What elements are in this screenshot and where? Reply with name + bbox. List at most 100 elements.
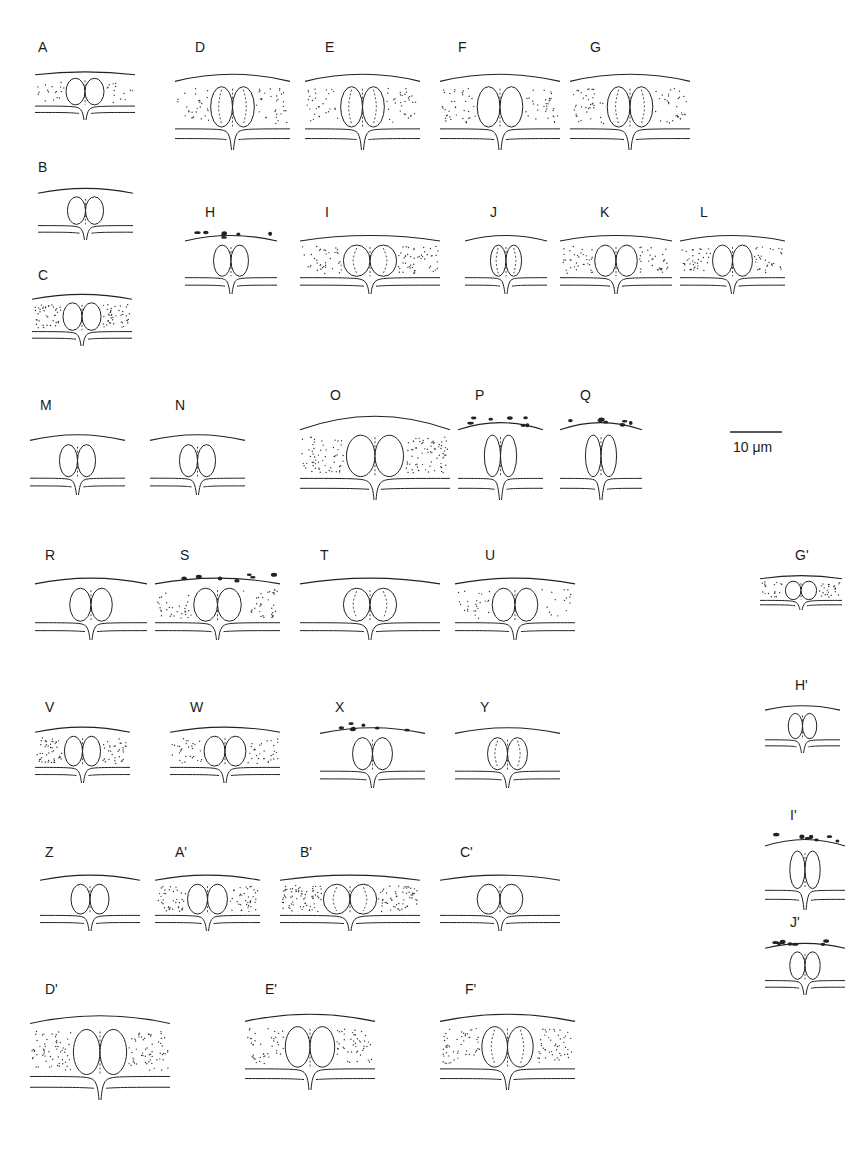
stipple-dot bbox=[395, 102, 396, 103]
stipple-dot bbox=[232, 898, 233, 899]
stipple-dot bbox=[542, 1029, 543, 1030]
stipple-dot bbox=[457, 1053, 458, 1054]
epidermis-line bbox=[739, 285, 786, 286]
stipple-dot bbox=[341, 1031, 342, 1032]
panel-letter: R bbox=[45, 548, 55, 562]
stipple-dot bbox=[325, 112, 326, 113]
guard-cell bbox=[595, 245, 616, 276]
stipple-dot bbox=[61, 753, 62, 754]
stipple-dot bbox=[122, 760, 123, 761]
stipple-dot bbox=[261, 743, 262, 744]
cell-inclusion bbox=[181, 576, 186, 580]
epidermis-line bbox=[96, 923, 140, 924]
stipple-dot bbox=[781, 248, 782, 249]
stipple-dot bbox=[199, 102, 200, 103]
stipple-dot bbox=[37, 86, 38, 87]
stipple-dot bbox=[780, 266, 781, 267]
stipple-dot bbox=[418, 470, 419, 471]
stipple-dot bbox=[320, 269, 321, 270]
cuticle-line bbox=[32, 332, 81, 346]
stipple-dot bbox=[387, 88, 388, 89]
stipple-dot bbox=[245, 886, 246, 887]
stipple-dot bbox=[565, 1035, 566, 1036]
stipple-dot bbox=[405, 88, 406, 89]
stipple-dot bbox=[697, 268, 698, 269]
stipple-dot bbox=[48, 752, 49, 753]
stipple-dot bbox=[441, 441, 442, 442]
stipple-dot bbox=[475, 603, 476, 604]
stipple-dot bbox=[450, 119, 451, 120]
stipple-dot bbox=[414, 270, 415, 271]
cell-inclusion bbox=[375, 726, 380, 729]
stipple-dot bbox=[267, 591, 268, 592]
stipple-dot bbox=[350, 1039, 351, 1040]
stipple-dot bbox=[55, 309, 56, 310]
panel-letter: D bbox=[195, 40, 205, 54]
stipple-dot bbox=[256, 104, 257, 105]
stipple-dot bbox=[413, 472, 414, 473]
stipple-dot bbox=[325, 456, 326, 457]
stipple-dot bbox=[134, 1039, 135, 1040]
stipple-dot bbox=[259, 745, 260, 746]
stipple-dot bbox=[32, 1058, 33, 1059]
panel-letter: J' bbox=[790, 915, 800, 929]
stipple-dot bbox=[563, 589, 564, 590]
stipple-dot bbox=[43, 1048, 44, 1049]
stoma-sketch bbox=[30, 1016, 170, 1100]
epidermis-line bbox=[35, 112, 79, 113]
epidermis-line bbox=[38, 232, 80, 233]
panel-letter: C' bbox=[460, 845, 473, 859]
stipple-dot bbox=[181, 909, 182, 910]
stipple-dot bbox=[310, 266, 311, 267]
stipple-dot bbox=[370, 1044, 371, 1045]
stipple-dot bbox=[262, 597, 263, 598]
stipple-dot bbox=[195, 88, 196, 89]
stipple-dot bbox=[391, 899, 392, 900]
stipple-dot bbox=[267, 740, 268, 741]
stipple-dot bbox=[201, 103, 202, 104]
stipple-dot bbox=[46, 741, 47, 742]
stipple-dot bbox=[311, 254, 312, 255]
stipple-dot bbox=[111, 315, 112, 316]
stipple-dot bbox=[62, 1059, 63, 1060]
stipple-dot bbox=[300, 906, 301, 907]
stoma-sketch bbox=[570, 74, 690, 150]
stipple-dot bbox=[333, 91, 334, 92]
guard-cell bbox=[477, 87, 500, 127]
pore-slit bbox=[616, 247, 617, 276]
stipple-dot bbox=[414, 893, 415, 894]
stipple-dot bbox=[434, 448, 435, 449]
stipple-dot bbox=[432, 441, 433, 442]
stipple-dot bbox=[185, 756, 186, 757]
panel-letter: M bbox=[40, 398, 52, 412]
epidermis-line bbox=[91, 112, 135, 113]
stipple-dot bbox=[592, 103, 593, 104]
stipple-dot bbox=[316, 108, 317, 109]
stipple-dot bbox=[467, 1033, 468, 1034]
stipple-dot bbox=[548, 100, 549, 101]
cuticle-line bbox=[570, 129, 629, 150]
stipple-dot bbox=[315, 894, 316, 895]
stipple-dot bbox=[476, 1050, 477, 1051]
stipple-dot bbox=[404, 101, 405, 102]
surface-line bbox=[300, 416, 450, 430]
stipple-dot bbox=[139, 1032, 140, 1033]
stipple-dot bbox=[533, 90, 534, 91]
pore-slit bbox=[375, 437, 376, 476]
stipple-dot bbox=[662, 254, 663, 255]
stipple-dot bbox=[481, 593, 482, 594]
stipple-dot bbox=[822, 583, 823, 584]
stipple-dot bbox=[47, 90, 48, 91]
cuticle-line bbox=[765, 981, 804, 995]
stipple-dot bbox=[251, 609, 252, 610]
stipple-dot bbox=[537, 1057, 538, 1058]
stipple-dot bbox=[339, 1031, 340, 1032]
cuticle-line bbox=[245, 1069, 309, 1090]
guard-cell bbox=[500, 87, 523, 127]
stipple-dot bbox=[51, 762, 52, 763]
stipple-dot bbox=[363, 1046, 364, 1047]
stipple-dot bbox=[314, 258, 315, 259]
stipple-dot bbox=[368, 1041, 369, 1042]
stipple-dot bbox=[312, 450, 313, 451]
stipple-dot bbox=[337, 117, 338, 118]
